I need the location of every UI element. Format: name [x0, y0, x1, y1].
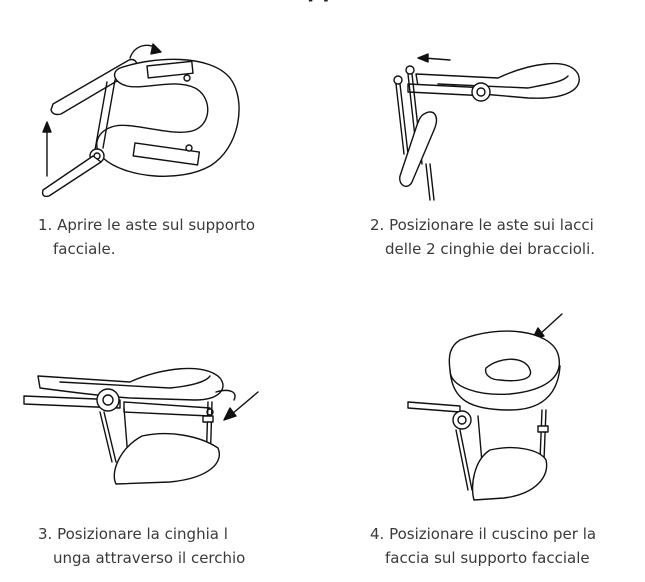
- armrest: [113, 433, 220, 485]
- diagonal-arrow-icon: [231, 391, 259, 415]
- step-2-caption: 2. Posizionare le aste sui lacci delle 2…: [370, 213, 595, 261]
- step-3-caption: 3. Posizionare la cinghia l unga attrave…: [38, 522, 245, 570]
- page-header-fragment: pp: [250, 0, 395, 4]
- step-4-caption: 4. Posizionare il cuscino per la faccia …: [370, 522, 596, 570]
- step-1-caption-line-2: facciale.: [53, 240, 116, 258]
- armrest: [399, 111, 438, 187]
- step-3-caption-line-1: 3. Posizionare la cinghia l: [38, 525, 228, 543]
- armrest: [471, 446, 548, 501]
- step-3-caption-line-2: unga attraverso il cerchio: [53, 549, 246, 567]
- step-1-caption-line-1: 1. Aprire le aste sul supporto: [38, 216, 256, 234]
- face-rest-frame: [96, 58, 240, 177]
- step-2-illustration: [378, 44, 608, 204]
- step-4-caption-line-2: faccia sul supporto facciale: [385, 549, 590, 567]
- diagonal-arrow-icon: [539, 313, 563, 335]
- step-4-caption-line-1: 4. Posizionare il cuscino per la: [370, 525, 597, 543]
- step-4-illustration: [400, 310, 590, 510]
- step-1-caption: 1. Aprire le aste sul supporto facciale.: [38, 213, 255, 261]
- step-1-illustration: [35, 38, 245, 198]
- step-2-caption-line-2: delle 2 cinghie dei braccioli.: [385, 240, 596, 258]
- step-2-caption-line-1: 2. Posizionare le aste sui lacci: [370, 216, 594, 234]
- face-rest-side: [37, 367, 224, 401]
- lower-arm: [41, 155, 102, 198]
- step-3-illustration: [20, 352, 270, 492]
